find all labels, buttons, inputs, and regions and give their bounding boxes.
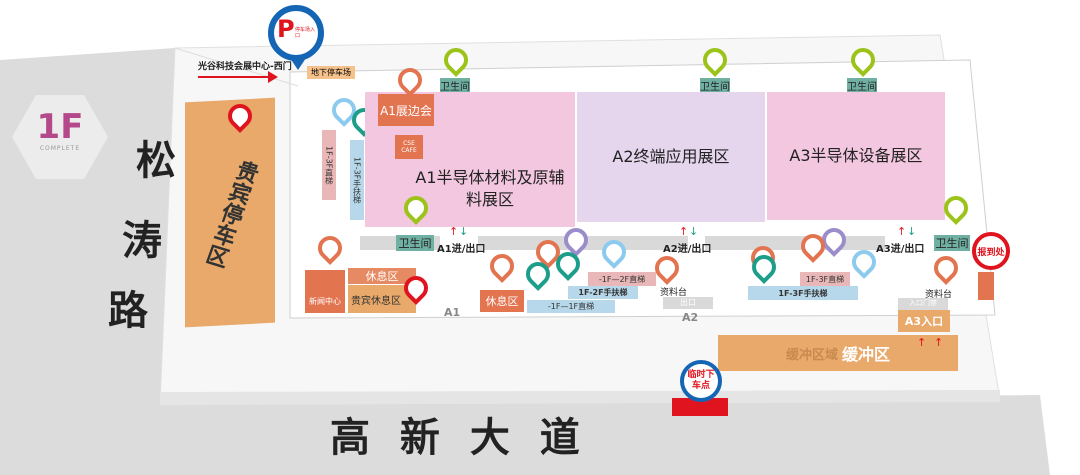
a1-door: A1: [444, 306, 461, 319]
parking-p-icon: P: [277, 15, 295, 43]
west-gate-label: 光谷科技会展中心-西门: [198, 62, 292, 72]
road-gaoxin: 高 新 大 道: [330, 415, 588, 461]
road-songtao-3: 路: [108, 288, 148, 334]
hall-a2-label: A2终端应用展区: [612, 147, 730, 166]
up-arrow-icon: ↑: [897, 225, 907, 238]
down-arrow-icon: ↓: [907, 225, 917, 238]
press-center[interactable]: 新闻中心: [305, 270, 345, 313]
parking-pin-label: 停车场入口: [295, 27, 316, 39]
info-desk-a2[interactable]: 资料台: [660, 288, 688, 298]
down-arrow-icon: ↓: [689, 225, 699, 238]
hall-a1-label: A1半导体材料及原辅料展区: [415, 168, 565, 209]
arrow-right-icon: [198, 76, 270, 78]
vip-parking-area: 贵宾停车区: [185, 97, 275, 328]
toilet-top-1[interactable]: 卫生间: [440, 78, 470, 93]
floor-badge[interactable]: 1F COMPLETE: [12, 95, 108, 179]
info-desk-a3[interactable]: 资料台: [925, 290, 953, 300]
hall-a3-label: A3半导体设备展区: [789, 146, 923, 165]
mid-lift-2[interactable]: -1F—2F直梯: [588, 272, 656, 286]
toilet-a1[interactable]: 卫生间: [396, 235, 434, 251]
up-arrow-icon: ↑: [934, 336, 944, 349]
a1-side-meeting[interactable]: A1展边会: [378, 94, 434, 126]
registration-pin[interactable]: 报到处: [972, 232, 1010, 270]
registration-booth: [978, 272, 994, 300]
left-lift: 1F-3F直梯: [322, 130, 336, 200]
dropoff-zone: [672, 398, 728, 416]
buffer-zone: 缓冲区域 缓冲区: [718, 335, 958, 371]
floor-sub: COMPLETE: [39, 145, 81, 152]
road-songtao-2: 涛: [122, 218, 162, 264]
left-escalator: 1F-3F手扶梯: [350, 140, 364, 220]
cse-cafe[interactable]: CSE CAFE: [395, 135, 423, 159]
buffer-label: 缓冲区: [842, 345, 891, 364]
parking-pin-tip: [290, 58, 306, 70]
down-arrow-icon: ↓: [459, 225, 469, 238]
vip-parking-label: 贵宾停车区: [199, 156, 262, 269]
floor-label: 1F: [36, 107, 84, 147]
parking-pin[interactable]: P 停车场入口: [268, 5, 324, 61]
corridor-strip: [705, 236, 885, 250]
right-escalator[interactable]: 1F-3F手扶梯: [748, 286, 858, 300]
hall-a2[interactable]: A2终端应用展区: [577, 92, 765, 222]
dropoff-pin[interactable]: 临时下车点: [680, 360, 722, 402]
mid-lift-1[interactable]: -1F—1F直梯: [527, 300, 615, 313]
exit-a2-label: 出口: [663, 297, 713, 309]
arrow-head-icon: [268, 71, 278, 83]
a3-entrance[interactable]: A3进/出口: [876, 244, 925, 255]
hall-a3[interactable]: A3半导体设备展区: [767, 92, 945, 220]
a2-entrance[interactable]: A2进/出口: [663, 244, 712, 255]
toilet-top-2[interactable]: 卫生间: [700, 78, 730, 93]
up-arrow-icon: ↑: [449, 225, 459, 238]
underground-parking-label: 地下停车场: [307, 66, 355, 79]
mid-escalator[interactable]: 1F-2F手扶梯: [568, 286, 638, 299]
a3-entrance-door[interactable]: A3入口: [898, 310, 950, 332]
rest-area-1[interactable]: 休息区: [348, 268, 416, 284]
right-lift[interactable]: 1F-3F直梯: [800, 272, 850, 286]
road-songtao-1: 松: [136, 138, 176, 184]
buffer-label-grey: 缓冲区域: [785, 347, 838, 363]
toilet-a3[interactable]: 卫生间: [934, 235, 970, 251]
gate-label: 入口门禁: [898, 298, 948, 310]
a1-entrance[interactable]: A1进/出口: [437, 244, 486, 255]
toilet-top-3[interactable]: 卫生间: [847, 78, 877, 93]
a2-door: A2: [682, 311, 699, 324]
up-arrow-icon: ↑: [917, 336, 927, 349]
rest-area-2[interactable]: 休息区: [480, 290, 524, 312]
up-arrow-icon: ↑: [679, 225, 689, 238]
